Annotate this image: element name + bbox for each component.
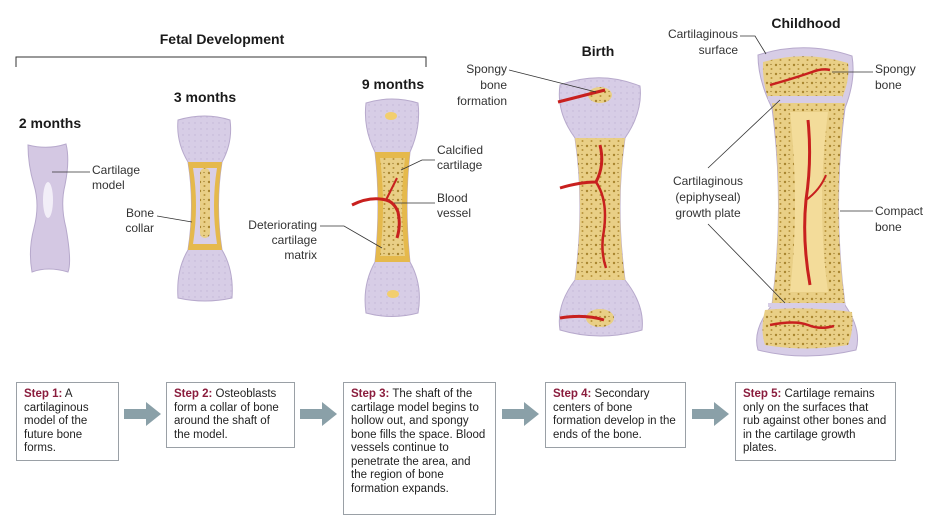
stage-title-childhood: Childhood [771,15,840,31]
step-3-label: Step 3: [351,388,390,400]
stage-title-9-months: 9 months [362,76,424,92]
step-2-box: Step 2: Osteoblasts form a collar of bon… [166,382,295,448]
label-cartilage-model-1: Cartilage [92,163,140,177]
stage-title-birth: Birth [582,43,615,59]
bone-childhood [756,47,859,357]
leader-spongy-formation [508,69,597,93]
label-cartilaginous-surface-2: surface [699,43,739,57]
stage-title-3-months: 3 months [174,89,236,105]
stage-title-2-months: 2 months [19,115,81,131]
step-4-text: Secondary centers of bone formation deve… [553,388,676,441]
step-1-box: Step 1: A cartilaginous model of the fut… [16,382,119,461]
label-growth-plate-2: (epiphyseal) [675,190,740,204]
step-4-label: Step 4: [553,388,592,400]
bone-birth [557,77,643,337]
label-spongy-formation-1: Spongy [466,62,507,76]
step-2-text: Osteoblasts form a collar of bone around… [174,388,279,441]
label-spongy-bone-1: Spongy [875,62,916,76]
leader-bone-collar [156,215,193,223]
label-calcified-1: Calcified [437,143,483,157]
leader-cartilaginous-surface [740,35,767,55]
step-3-text: The shaft of the cartilage model begins … [351,388,486,495]
bone-3-months [177,115,233,302]
fetal-bracket [15,56,427,67]
label-deteriorating-2: cartilage [272,233,318,247]
flow-arrow-1 [124,402,161,426]
leader-growth-plate-top [707,99,781,169]
label-blood-vessel-1: Blood [437,191,468,205]
flow-arrow-3 [502,402,539,426]
step-4-box: Step 4: Secondary centers of bone format… [545,382,686,448]
label-deteriorating-3: matrix [284,248,317,262]
flow-arrow-4 [692,402,729,426]
step-5-text: Cartilage remains only on the surfaces t… [743,388,887,454]
label-bone-collar-1: Bone [126,206,154,220]
bone-9-months [351,98,420,317]
label-spongy-formation-2: bone [480,78,507,92]
bone-2-months [27,143,71,273]
step-5-label: Step 5: [743,388,782,400]
label-compact-bone-1: Compact [875,204,924,218]
label-blood-vessel-2: vessel [437,206,471,220]
step-5-box: Step 5: Cartilage remains only on the su… [735,382,896,461]
label-spongy-formation-3: formation [457,94,507,108]
leader-growth-plate-bottom [707,223,786,304]
label-cartilaginous-surface-1: Cartilaginous [668,27,738,41]
label-growth-plate-3: growth plate [675,206,741,220]
step-2-label: Step 2: [174,388,213,400]
label-compact-bone-2: bone [875,220,902,234]
label-spongy-bone-2: bone [875,78,902,92]
step-1-label: Step 1: [24,388,63,400]
label-bone-collar-2: collar [125,221,154,235]
step-1-text: A cartilaginous model of the future bone… [24,388,89,454]
stage-title-fetal: Fetal Development [160,31,285,47]
step-3-box: Step 3: The shaft of the cartilage model… [343,382,496,515]
flow-arrow-2 [300,402,337,426]
label-growth-plate-1: Cartilaginous [673,174,743,188]
leader-calcified [400,159,435,171]
label-cartilage-model-2: model [92,178,125,192]
label-calcified-2: cartilage [437,158,483,172]
leader-deteriorating [320,225,383,249]
label-deteriorating-1: Deteriorating [248,218,317,232]
